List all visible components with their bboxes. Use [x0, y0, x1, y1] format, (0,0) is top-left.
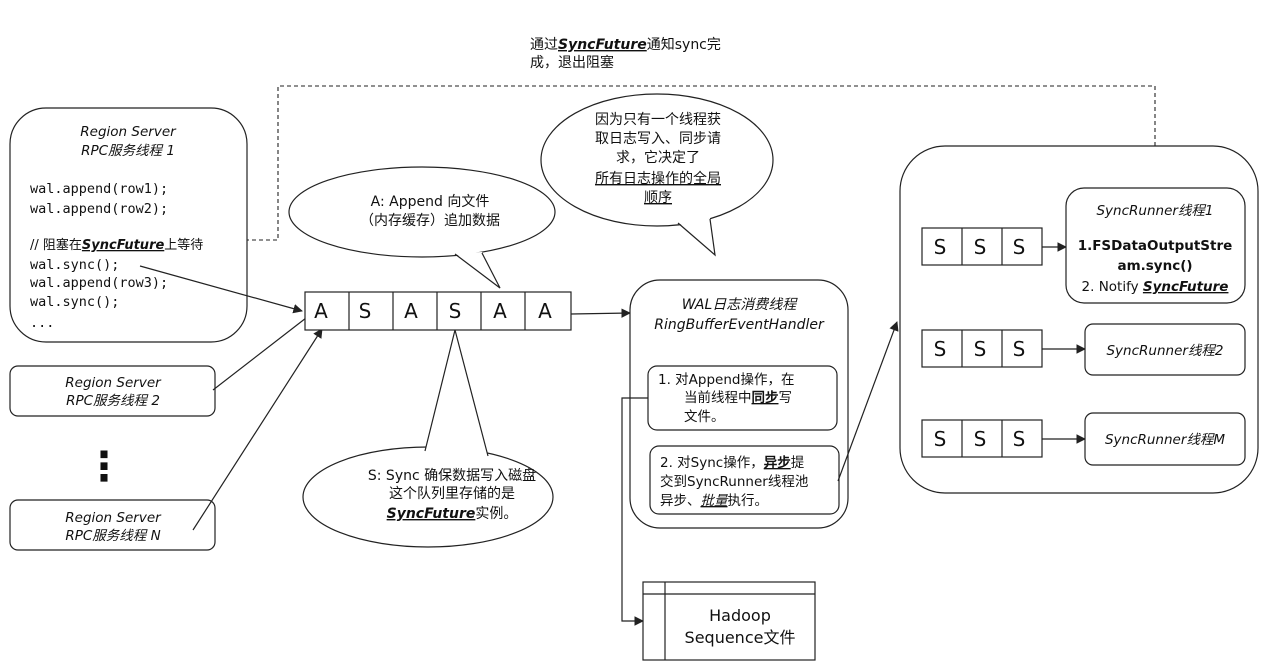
runner1-line2: am.sync(): [1117, 258, 1192, 274]
rs2-box: [9, 365, 216, 417]
q1-cell-1: S: [934, 235, 947, 259]
runner2-title: SyncRunner线程2: [1106, 343, 1223, 359]
sync-bubble-line3: SyncFuture实例。: [387, 506, 518, 522]
ring-cell-2: S: [359, 299, 372, 323]
rs1-title-2: RPC服务线程 1: [81, 143, 175, 159]
rs2-title-2: RPC服务线程 2: [66, 393, 160, 409]
arrow-step1-to-hadoop: [621, 397, 648, 626]
q1-cell-2: S: [974, 235, 987, 259]
step2-line3: 异步、批量执行。: [660, 493, 768, 509]
ring-cell-4: S: [449, 299, 462, 323]
step1-line2: 当前线程中同步写: [684, 389, 792, 406]
wal-consumer-title-1: WAL日志消费线程: [682, 297, 799, 313]
sync-bubble-line2: 这个队列里存储的是: [389, 485, 515, 502]
runner2-box: [1084, 323, 1246, 376]
qm-cell-3: S: [1013, 427, 1026, 451]
arrow-rs1-to-buffer: [139, 265, 303, 314]
rs1-box: [9, 107, 248, 343]
hadoop-file-line1: Hadoop: [709, 606, 771, 625]
q2-cell-1: S: [934, 337, 947, 361]
order-bubble-line2: 取日志写入、同步请: [595, 131, 721, 147]
order-bubble-line4: 所有日志操作的全局: [595, 170, 721, 187]
rs1-wait-comment: // 阻塞在SyncFuture上等待: [30, 237, 203, 253]
order-bubble: [540, 93, 774, 227]
ring-cell-3: A: [404, 299, 418, 323]
order-bubble-tail: [677, 218, 716, 257]
notify-dashed-arrow: [229, 85, 1156, 245]
step2-line2: 交到SyncRunner线程池: [660, 473, 808, 490]
arrow-rsn-to-buffer: [192, 328, 323, 531]
rs1-code-ellipsis: ...: [30, 315, 54, 331]
step2-line1: 2. 对Sync操作，异步提: [660, 454, 805, 471]
sync-bubble-line1: S: Sync 确保数据写入磁盘: [368, 467, 536, 484]
append-bubble-line2: （内存缓存）追加数据: [360, 213, 500, 229]
qm-cell-1: S: [934, 427, 947, 451]
sync-bubble-tail: [424, 329, 489, 457]
order-bubble-line5: 顺序: [644, 190, 672, 206]
vertical-ellipsis: ⋮: [84, 444, 124, 490]
arrow-buffer-to-consumer: [570, 308, 631, 318]
qm-cell-2: S: [974, 427, 987, 451]
sync-queue-2: S S S: [921, 329, 1043, 368]
runner1-line1: 1.FSDataOutputStre: [1078, 238, 1233, 254]
rs1-code-sync-1: wal.sync();: [30, 257, 119, 273]
ring-cell-1: A: [314, 299, 328, 323]
rsn-box: [9, 499, 216, 551]
step1-line3: 文件。: [684, 409, 725, 425]
rs1-title-1: Region Server: [80, 124, 177, 140]
sync-queue-1: S S S: [921, 227, 1043, 266]
runner1-line3: 2. Notify SyncFuture: [1082, 279, 1229, 295]
hadoop-file-line2: Sequence文件: [685, 628, 796, 647]
rs1-code-1: wal.append(row1);: [30, 181, 168, 197]
notify-note-line1: 通过SyncFuture通知sync完: [530, 36, 721, 53]
rsn-title-1: Region Server: [65, 510, 162, 526]
rsn-title-2: RPC服务线程 N: [65, 528, 160, 544]
rs1-code-sync-2: wal.sync();: [30, 294, 119, 310]
ring-cell-5: A: [493, 299, 507, 323]
order-bubble-line3: 求，它决定了: [616, 149, 700, 166]
ring-cell-6: A: [538, 299, 552, 323]
runnerm-box: [1084, 412, 1246, 466]
sync-queue-m: S S S: [921, 419, 1043, 458]
runner1-box: [1065, 187, 1246, 304]
step1-line1: 1. 对Append操作，在: [658, 372, 794, 388]
rs1-code-2: wal.append(row2);: [30, 201, 168, 217]
notify-note-line2: 成，退出阻塞: [530, 54, 614, 71]
append-bubble-line1: A: Append 向文件: [371, 194, 490, 210]
append-bubble-tail: [454, 252, 501, 289]
q1-cell-3: S: [1013, 235, 1026, 259]
wal-consumer-title-2: RingBufferEventHandler: [654, 317, 825, 333]
arrow-step2-to-pool: [837, 321, 899, 482]
hadoop-file-box: [642, 581, 816, 661]
line-rs2-to-buffer: [212, 317, 307, 391]
rs2-title-1: Region Server: [65, 375, 162, 391]
ring-buffer: A S A S A A: [304, 291, 572, 331]
order-bubble-line1: 因为只有一个线程获: [595, 112, 721, 128]
q2-cell-3: S: [1013, 337, 1026, 361]
runnerm-title: SyncRunner线程M: [1105, 432, 1225, 448]
append-bubble: [288, 166, 556, 258]
rs1-code-append-3: wal.append(row3);: [30, 275, 168, 291]
runner1-title: SyncRunner线程1: [1096, 203, 1213, 219]
q2-cell-2: S: [974, 337, 987, 361]
